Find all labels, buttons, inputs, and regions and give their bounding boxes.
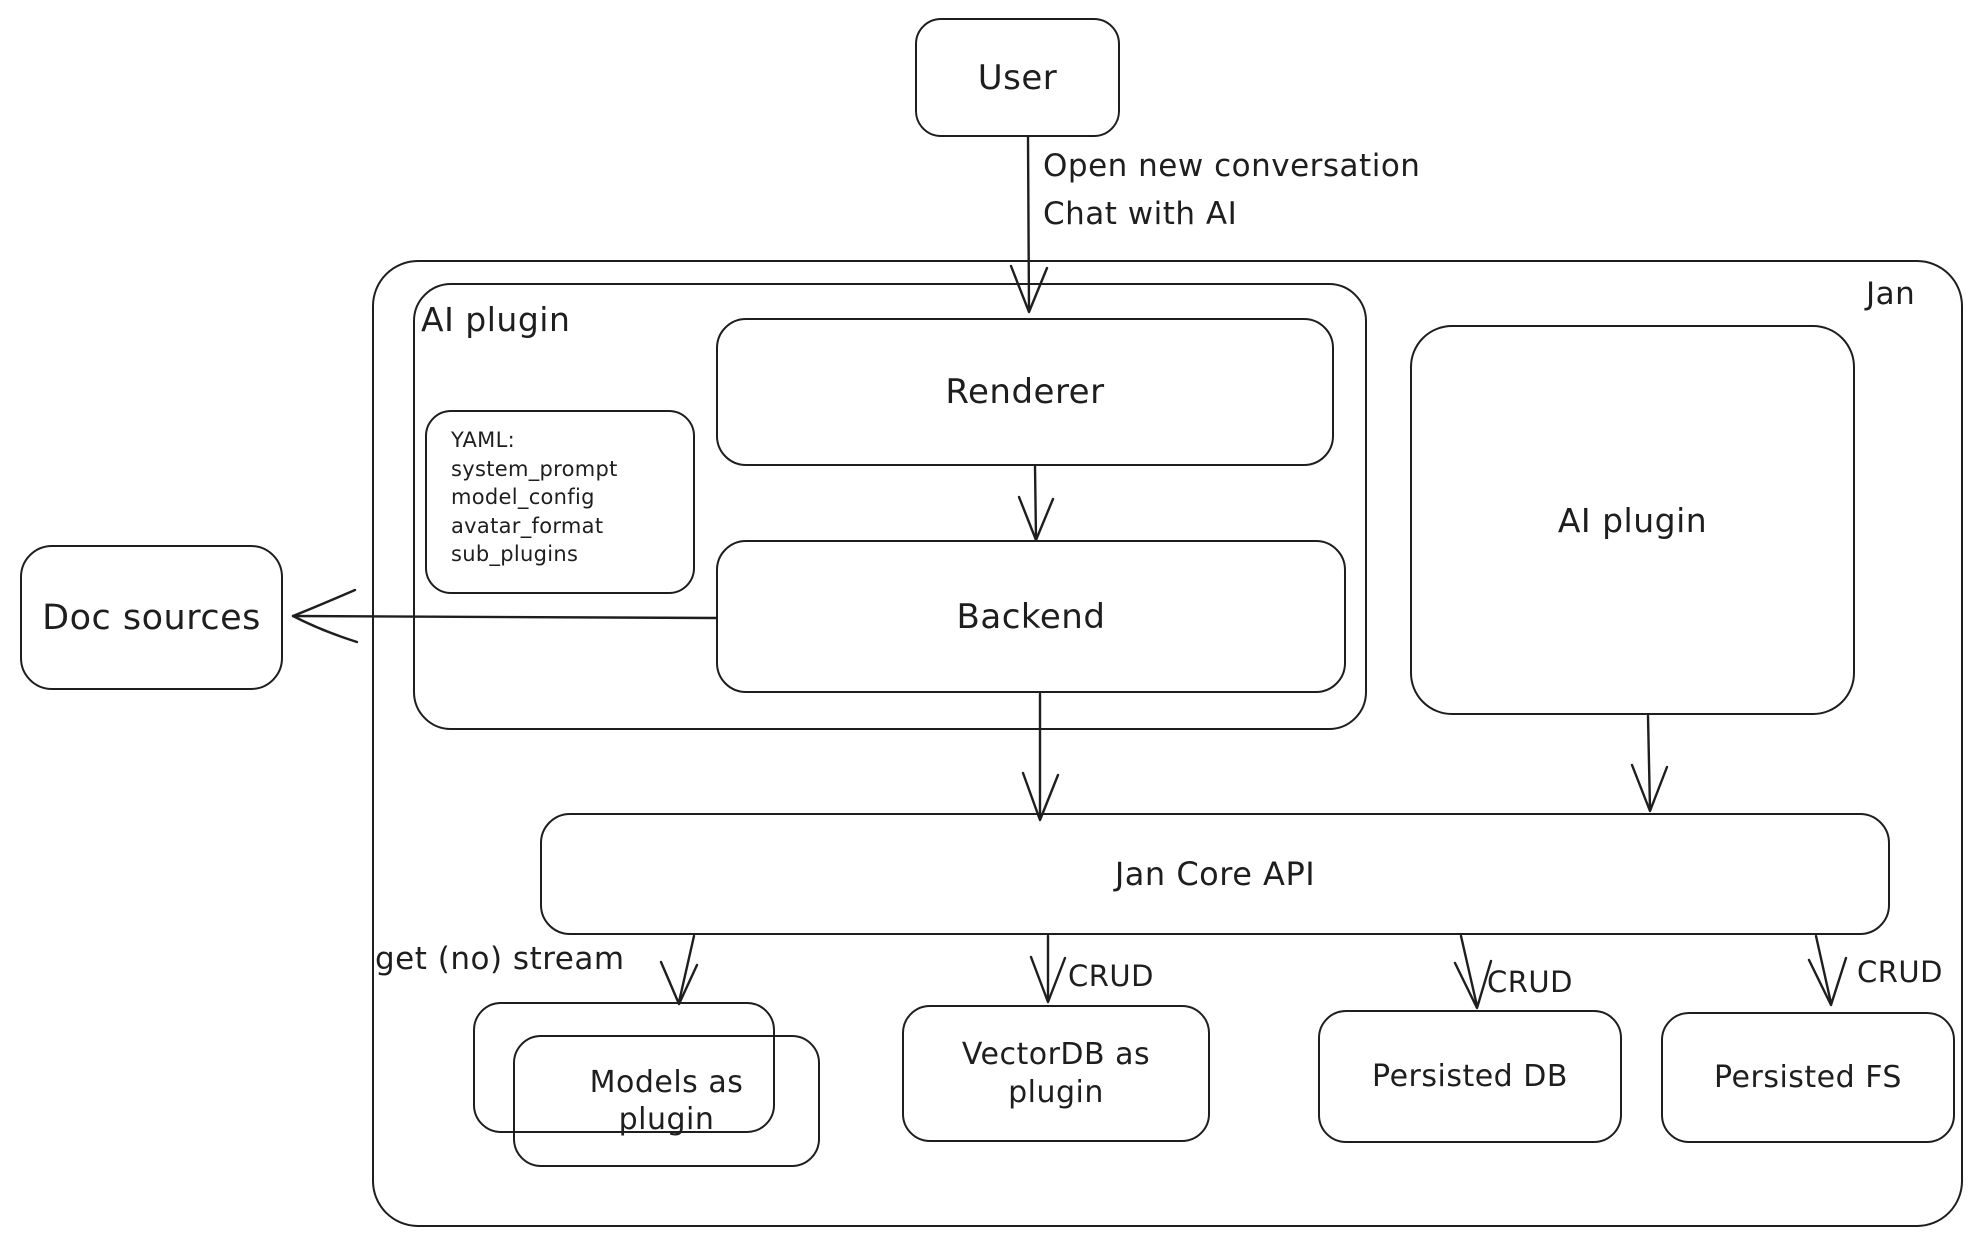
- node-models-as-plugin: Models as plugin: [513, 1035, 820, 1167]
- node-jan-container: [372, 260, 1963, 1227]
- node-ai-plugin-group-label: AI plugin: [421, 300, 571, 339]
- node-backend-label: Backend: [956, 596, 1106, 637]
- node-yaml-note: YAML: system_prompt model_config avatar_…: [425, 410, 695, 594]
- node-vectordb-as-plugin: VectorDB as plugin: [902, 1005, 1210, 1142]
- node-persisted-fs: Persisted FS: [1661, 1012, 1955, 1143]
- node-models-as-plugin-label: Models as plugin: [589, 1064, 744, 1138]
- yaml-note-line: YAML:: [451, 428, 515, 452]
- node-jan-core-api-label: Jan Core API: [1114, 855, 1316, 893]
- yaml-note-line: sub_plugins: [451, 542, 579, 567]
- node-ai-plugin-group: [413, 283, 1367, 730]
- node-persisted-db: Persisted DB: [1318, 1010, 1622, 1143]
- node-vectordb-as-plugin-label: VectorDB as plugin: [961, 1037, 1151, 1110]
- yaml-note-line: system_prompt: [451, 456, 618, 481]
- yaml-note-line: avatar_format: [451, 513, 604, 538]
- node-jan-core-api: Jan Core API: [540, 813, 1890, 935]
- node-ai-plugin-right: AI plugin: [1410, 325, 1855, 715]
- node-renderer-label: Renderer: [945, 372, 1105, 412]
- edge-label-persisted-fs-crud: CRUD: [1857, 955, 1943, 989]
- edge-label-user-flow-line1: Open new conversation: [1043, 148, 1421, 184]
- node-persisted-db-label: Persisted DB: [1372, 1059, 1568, 1094]
- node-jan-container-label: Jan: [1866, 276, 1916, 312]
- edge-label-persisted-db-crud: CRUD: [1487, 965, 1573, 999]
- node-models-as-plugin-back: [473, 1002, 775, 1133]
- node-user: User: [915, 18, 1120, 137]
- node-doc-sources-label: Doc sources: [42, 597, 261, 638]
- node-persisted-fs-label: Persisted FS: [1714, 1060, 1902, 1095]
- edge-label-models-stream: get (no) stream: [375, 941, 625, 977]
- node-backend: Backend: [716, 540, 1346, 693]
- node-ai-plugin-right-label: AI plugin: [1557, 500, 1708, 540]
- edge-label-vectordb-crud: CRUD: [1068, 959, 1154, 993]
- node-doc-sources: Doc sources: [20, 545, 283, 690]
- yaml-note-line: model_config: [451, 485, 595, 510]
- node-renderer: Renderer: [716, 318, 1334, 466]
- node-user-label: User: [977, 57, 1058, 98]
- edge-label-user-flow-line2: Chat with AI: [1043, 196, 1238, 232]
